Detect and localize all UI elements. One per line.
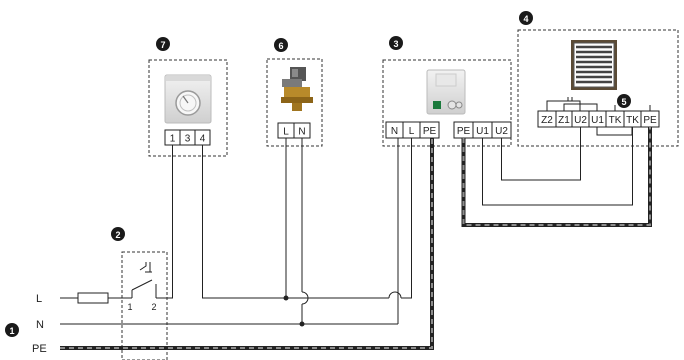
fuse xyxy=(77,292,109,304)
control-terminal-pe-right: PE xyxy=(457,126,471,137)
heater-unit-image xyxy=(571,40,617,90)
line-label-n: N xyxy=(36,319,44,331)
valve-actuator-enclosure xyxy=(266,58,323,147)
callout-2: 2 xyxy=(111,227,125,241)
callout-6: 6 xyxy=(274,38,288,52)
heater-terminal-u1: U1 xyxy=(591,115,604,126)
svg-text:1: 1 xyxy=(9,326,14,336)
control-unit-terminals: N L PE PE U1 U2 xyxy=(385,121,512,139)
thermostat-terminal-4: 4 xyxy=(200,134,206,145)
callout-3: 3 xyxy=(389,36,403,50)
room-thermostat-terminals: 1 3 4 xyxy=(164,129,211,146)
heater-terminal-z2: Z2 xyxy=(541,115,553,126)
heater-internal-links xyxy=(546,97,651,136)
supply-wires xyxy=(60,297,398,325)
control-terminal-u2: U2 xyxy=(495,126,508,137)
junction-dot xyxy=(299,321,305,327)
control-unit-enclosure xyxy=(382,59,512,147)
callout-4: 4 xyxy=(519,11,533,25)
room-thermostat-image xyxy=(164,74,212,124)
control-unit-image xyxy=(426,69,466,115)
svg-text:3: 3 xyxy=(393,39,398,49)
heater-terminal-z1: Z1 xyxy=(558,115,570,126)
svg-text:6: 6 xyxy=(278,41,283,51)
control-terminal-pe-left: PE xyxy=(423,126,437,137)
wiring-runs xyxy=(170,127,633,324)
switch-symbol xyxy=(131,262,170,299)
valve-terminal-n: N xyxy=(298,127,305,138)
svg-text:5: 5 xyxy=(621,97,626,107)
control-terminal-u1: U1 xyxy=(476,126,489,137)
line-label-pe: PE xyxy=(32,343,47,355)
switch-contact-2: 2 xyxy=(151,302,156,312)
callout-5: 5 xyxy=(617,94,631,108)
switch-enclosure xyxy=(121,251,168,360)
svg-text:7: 7 xyxy=(160,40,165,50)
earth-wires xyxy=(60,127,652,350)
heater-terminal-pe: PE xyxy=(643,115,657,126)
heater-terminal-tk-left: TK xyxy=(609,115,622,126)
heater-unit-enclosure xyxy=(517,29,679,147)
valve-actuator-image xyxy=(281,67,313,111)
heater-terminal-tk-right: TK xyxy=(626,115,639,126)
control-terminal-l: L xyxy=(409,126,415,137)
callout-7: 7 xyxy=(156,37,170,51)
room-thermostat-enclosure xyxy=(148,59,228,157)
thermostat-terminal-3: 3 xyxy=(185,134,191,145)
valve-actuator-terminals: L N xyxy=(277,122,311,139)
heater-terminal-u2: U2 xyxy=(574,115,587,126)
line-label-l: L xyxy=(36,293,42,305)
thermostat-terminal-1: 1 xyxy=(170,134,176,145)
switch-contact-1: 1 xyxy=(127,302,132,312)
heater-unit-terminals: Z2 Z1 U2 U1 TK TK PE xyxy=(537,110,660,128)
callout-1: 1 xyxy=(5,323,19,337)
junction-dot xyxy=(283,295,289,301)
valve-terminal-l: L xyxy=(283,127,289,138)
svg-text:4: 4 xyxy=(523,14,528,24)
svg-text:2: 2 xyxy=(115,230,120,240)
control-terminal-n: N xyxy=(391,126,398,137)
